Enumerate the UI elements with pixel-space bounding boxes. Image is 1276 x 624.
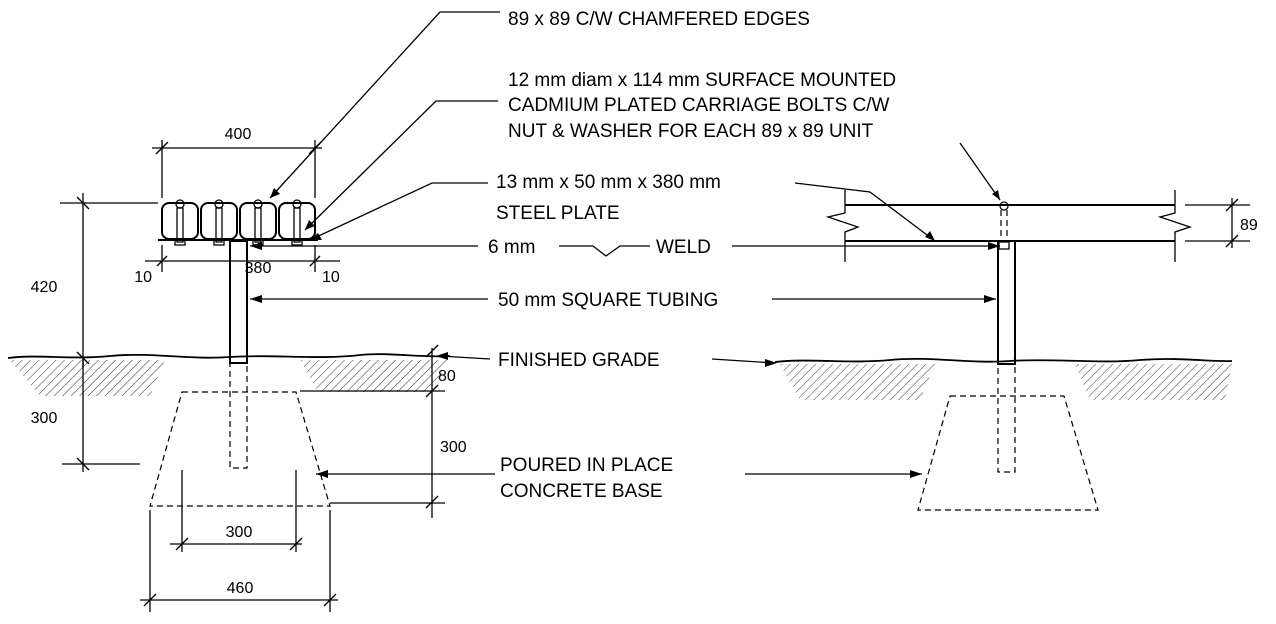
dim-top-width: 400: [225, 126, 252, 143]
dim-base-bottom: 460: [227, 580, 254, 597]
dim-unit-height: 89: [1240, 217, 1258, 234]
dim-base-top: 300: [226, 524, 253, 541]
embedded-post-right: [997, 363, 1016, 473]
bolt-head-right: [999, 201, 1009, 211]
square-tubing-post-right: [997, 240, 1016, 365]
ground-line-right: [774, 357, 1233, 363]
label-bolt-3: NUT & WASHER FOR EACH 89 x 89 UNIT: [508, 121, 874, 142]
label-base-1: POURED IN PLACE: [500, 455, 673, 476]
dim-depth-left: 300: [31, 410, 58, 427]
dim-base-depth: 300: [440, 439, 467, 456]
label-chamfer: 89 x 89 C/W CHAMFERED EDGES: [508, 9, 810, 30]
left-elevation: [7, 199, 451, 507]
soil-hatch-right-a: [780, 364, 935, 400]
embedded-post: [229, 362, 248, 469]
label-plate-1: 13 mm x 50 mm x 380 mm: [496, 172, 721, 193]
dim-grade-to-base: 80: [438, 368, 456, 385]
label-bolt-1: 12 mm diam x 114 mm SURFACE MOUNTED: [508, 70, 896, 91]
callout-text: 89 x 89 C/W CHAMFERED EDGES 12 mm diam x…: [488, 9, 896, 502]
nut-washer-right: [998, 241, 1010, 250]
label-weld: WELD: [656, 237, 711, 258]
dim-plate-length: 380: [245, 260, 272, 277]
label-plate-2: STEEL PLATE: [496, 203, 620, 224]
soil-hatch-right-b: [1075, 364, 1232, 400]
right-elevation: [774, 190, 1233, 511]
soil-hatch-left: [10, 360, 165, 396]
dimensions: 400 420 300 10 380 10 80 300: [31, 126, 1258, 612]
dim-height-above: 420: [31, 279, 58, 296]
concrete-base-right: [917, 395, 1099, 511]
square-tubing-post: [229, 240, 248, 364]
label-tubing: 50 mm SQUARE TUBING: [498, 290, 718, 311]
soil-hatch-right: [300, 360, 450, 392]
dim-edge-left: 10: [134, 269, 152, 286]
ground-line-left: [7, 353, 451, 359]
label-base-2: CONCRETE BASE: [500, 481, 663, 502]
label-grade: FINISHED GRADE: [498, 350, 660, 371]
label-weld-size: 6 mm: [488, 237, 536, 258]
timber-units: [161, 202, 316, 240]
break-line-right: [1157, 190, 1193, 262]
concrete-base-left: [149, 391, 331, 507]
label-bolt-2: CADMIUM PLATED CARRIAGE BOLTS C/W: [508, 95, 890, 116]
dim-edge-right: 10: [322, 269, 340, 286]
break-line-left: [825, 190, 860, 262]
leaders: [250, 11, 1001, 478]
